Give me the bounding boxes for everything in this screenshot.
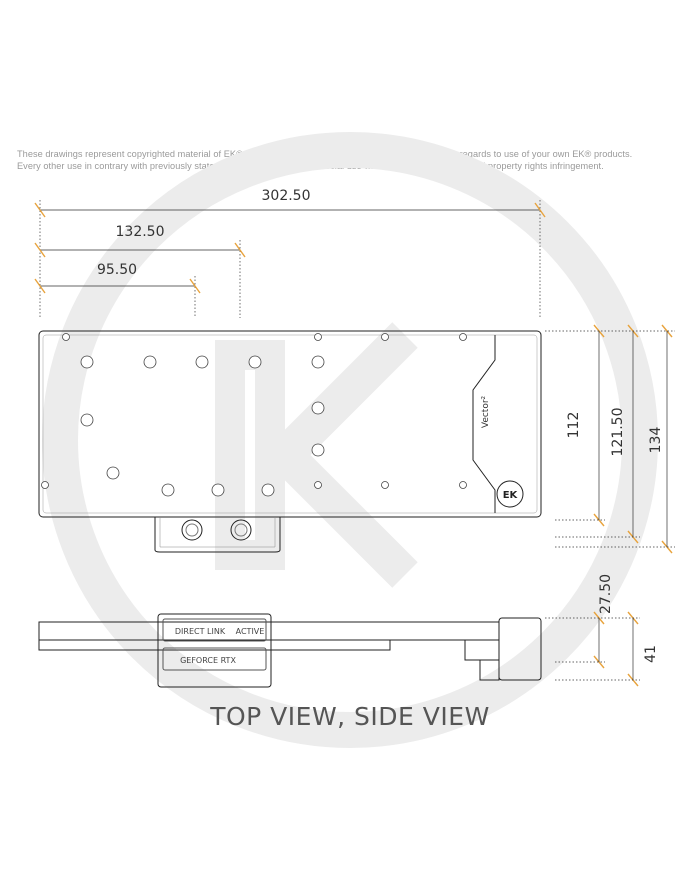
dim-132-50: 132.50 — [116, 224, 165, 240]
dim-41: 41 — [643, 645, 659, 663]
dim-112: 112 — [566, 412, 582, 439]
product-label: Vector² — [481, 395, 491, 428]
top-dimensions — [39, 200, 541, 318]
dim-302-50: 302.50 — [262, 188, 311, 204]
top-view — [38, 330, 542, 553]
ek-logo-mark: EK — [503, 490, 519, 501]
screw-holes — [41, 333, 467, 497]
dim-134: 134 — [648, 427, 664, 454]
geforce-label: GEFORCE RTX — [180, 656, 236, 665]
ek-watermark-logo — [42, 132, 658, 748]
view-caption: TOP VIEW, SIDE VIEW — [210, 702, 490, 731]
dim-95-50: 95.50 — [97, 262, 137, 278]
dim-27-50: 27.50 — [598, 574, 614, 614]
side-view — [38, 613, 542, 688]
active-label: ACTIVE — [236, 627, 265, 636]
direct-link-label: DIRECT LINK — [175, 627, 226, 636]
ports — [181, 519, 252, 541]
dim-121-50: 121.50 — [610, 408, 626, 457]
right-dimensions — [545, 330, 675, 681]
